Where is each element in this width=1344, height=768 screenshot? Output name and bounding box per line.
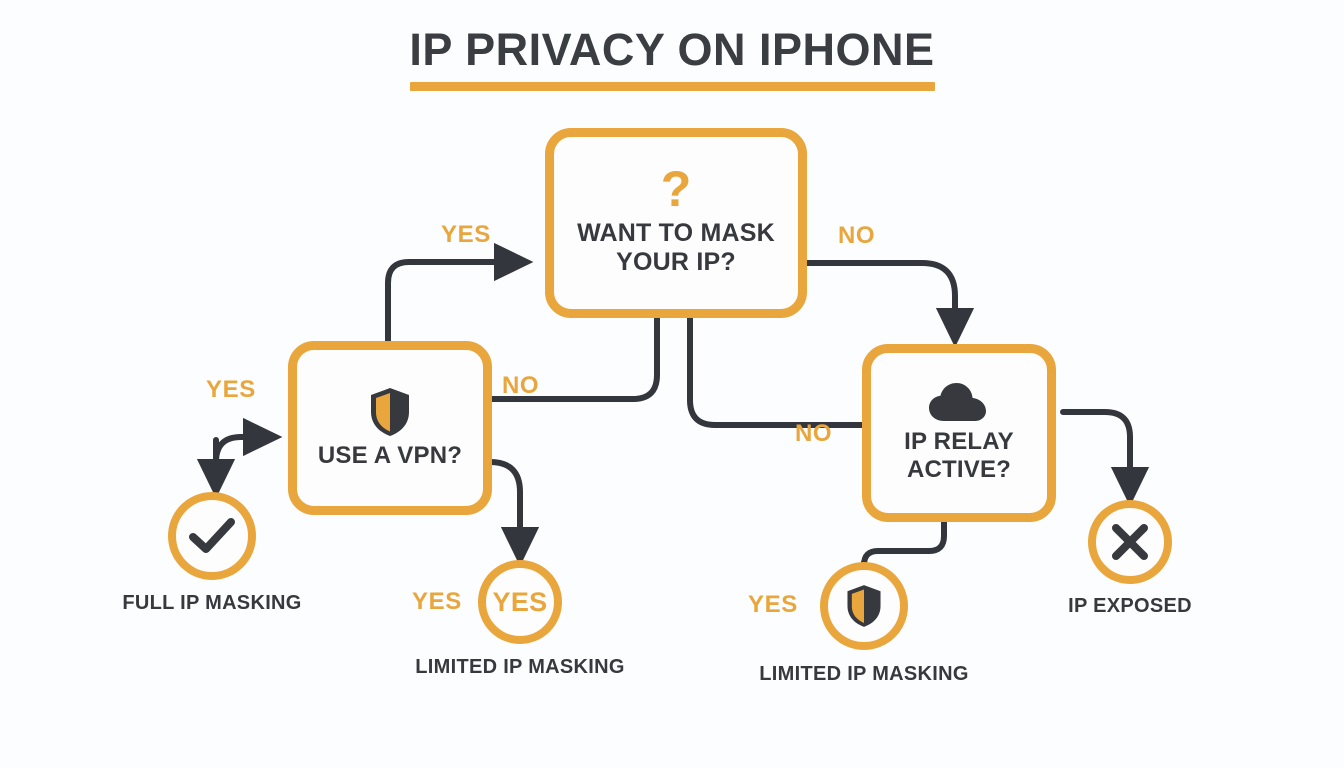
decision-node-label-line1: WANT TO MASK	[577, 218, 775, 247]
edge-relay-no-to-exposed	[1060, 409, 1150, 507]
outcome-circle: YES	[478, 560, 562, 644]
edge-label-yes-to-full-masking: YES	[206, 376, 256, 403]
shield-icon	[367, 386, 413, 438]
title-underline	[409, 82, 935, 92]
yes-text-icon: YES	[492, 586, 548, 617]
edge-relay-yes-to-limited	[861, 519, 947, 566]
decision-node-want-to-mask-ip[interactable]: ? WANT TO MASK YOUR IP?	[545, 128, 807, 318]
cloud-icon	[928, 382, 990, 424]
decision-node-use-a-vpn[interactable]: USE A VPN?	[288, 341, 492, 515]
edge-label-yes-limited-vpn: YES	[412, 588, 462, 615]
decision-node-label-line1: IP RELAY	[904, 427, 1014, 455]
outcome-label: IP EXPOSED	[1068, 595, 1192, 617]
outcome-limited-ip-masking-relay[interactable]: LIMITED IP MASKING	[759, 562, 968, 685]
title-block: IP PRIVACY ON IPHONE	[0, 24, 1344, 92]
decision-node-label: IP RELAY ACTIVE?	[904, 428, 1014, 485]
outcome-circle	[168, 492, 256, 580]
edge-label-no-to-relay: NO	[838, 222, 876, 249]
decision-node-label-line2: YOUR IP?	[616, 248, 736, 277]
check-icon	[189, 518, 235, 553]
outcome-label: LIMITED IP MASKING	[415, 656, 625, 678]
decision-node-label: WANT TO MASK YOUR IP?	[577, 219, 775, 278]
edge-vpn-yes-to-main	[385, 242, 534, 344]
question-mark-icon: ?	[660, 161, 692, 218]
outcome-circle	[820, 562, 908, 650]
cross-icon	[1112, 524, 1148, 560]
outcome-circle	[1088, 500, 1172, 584]
decision-node-ip-relay-active[interactable]: IP RELAY ACTIVE?	[862, 344, 1056, 522]
edge-label-no-from-main-to-vpn: NO	[502, 372, 540, 399]
edge-label-no-to-relay-lower: NO	[795, 420, 833, 447]
edge-main-no-to-relay-lower	[687, 315, 865, 428]
edge-vpn-yes-to-limited	[487, 459, 540, 567]
outcome-label: LIMITED IP MASKING	[759, 663, 969, 685]
edge-label-yes-to-mask: YES	[441, 221, 491, 248]
shield-icon	[847, 585, 881, 627]
decision-node-label-line2: ACTIVE?	[906, 456, 1012, 483]
outcome-label: FULL IP MASKING	[122, 592, 302, 614]
outcome-full-ip-masking[interactable]: FULL IP MASKING	[122, 492, 301, 614]
outcome-limited-ip-masking-vpn[interactable]: YES LIMITED IP MASKING	[415, 560, 624, 678]
outcome-ip-exposed[interactable]: IP EXPOSED	[1068, 500, 1192, 617]
edge-yes-hook-right	[213, 417, 283, 465]
edge-main-no-to-relay	[804, 260, 975, 348]
decision-node-label: USE A VPN?	[317, 441, 463, 469]
edge-label-yes-limited-relay: YES	[748, 591, 798, 618]
page-title: IP PRIVACY ON IPHONE	[409, 24, 935, 75]
